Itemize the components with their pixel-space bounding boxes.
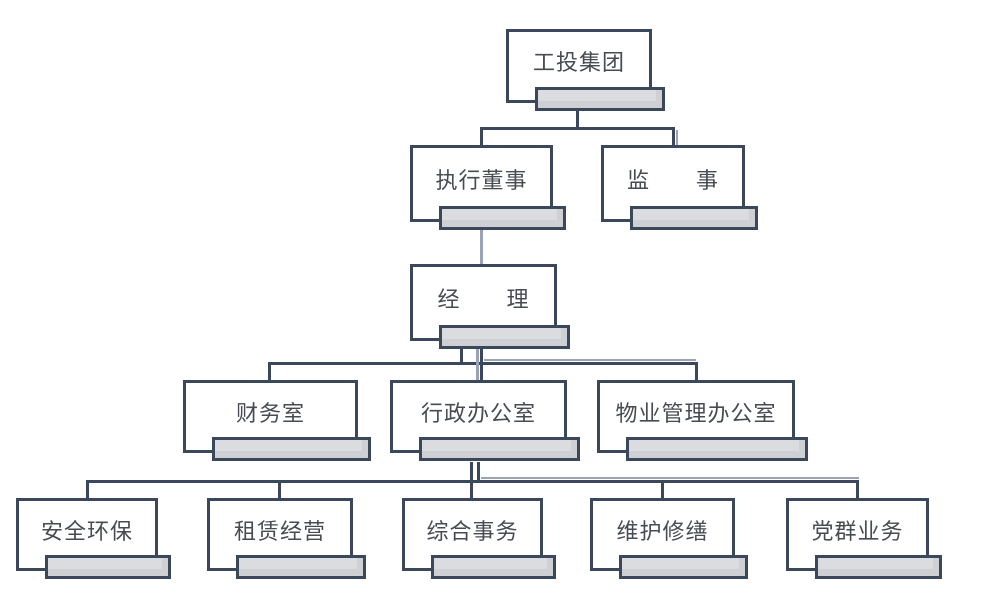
connector-drop-admin-office-shadow xyxy=(476,346,479,381)
connector-bus-level2 xyxy=(480,127,675,130)
node-label: 行政办公室 xyxy=(420,400,536,426)
connector-bus-level5-shadow xyxy=(481,477,859,479)
org-node-safety-env[interactable]: 安全环保 xyxy=(16,498,171,579)
connector-admin-stem xyxy=(477,462,480,483)
node-label: 经 理 xyxy=(437,286,530,312)
connector-manager-stem xyxy=(460,346,463,365)
node-shadow xyxy=(626,437,808,461)
node-label: 综合事务 xyxy=(426,518,519,544)
connector-drop-finance-office xyxy=(268,362,271,381)
org-node-property-office[interactable]: 物业管理办公室 xyxy=(597,380,808,461)
node-label: 财务室 xyxy=(235,400,305,426)
connector-group-stem xyxy=(576,110,579,129)
org-node-admin-office[interactable]: 行政办公室 xyxy=(390,380,580,461)
connector-bus-level4-shadow xyxy=(484,359,696,361)
connector-drop-leasing xyxy=(278,480,281,499)
connector-drop-maintenance xyxy=(661,480,664,499)
org-node-group[interactable]: 工投集团 xyxy=(506,29,665,111)
org-node-manager[interactable]: 经 理 xyxy=(410,264,570,349)
node-shadow xyxy=(212,437,371,461)
org-node-party-mass[interactable]: 党群业务 xyxy=(786,498,942,579)
node-shadow xyxy=(236,555,366,579)
org-node-leasing[interactable]: 租赁经营 xyxy=(207,498,366,579)
org-node-maintenance[interactable]: 维护修缮 xyxy=(590,498,748,579)
node-shadow xyxy=(630,206,758,230)
connector-drop-admin-office xyxy=(480,346,483,381)
org-node-general-affairs[interactable]: 综合事务 xyxy=(402,498,556,579)
node-label: 物业管理办公室 xyxy=(615,400,777,426)
node-label: 工投集团 xyxy=(532,50,625,75)
node-shadow xyxy=(619,555,748,579)
org-node-finance-office[interactable]: 财务室 xyxy=(183,380,371,461)
node-label: 租赁经营 xyxy=(233,518,326,544)
connector-drop-party-mass xyxy=(856,480,859,499)
connector-executive-to-manager xyxy=(480,229,483,265)
node-label: 执行董事 xyxy=(435,167,528,193)
connector-drop-executive-director xyxy=(480,127,483,146)
node-label: 维护修缮 xyxy=(616,518,709,544)
node-shadow xyxy=(419,437,580,461)
connector-bus-level4 xyxy=(268,362,698,365)
node-shadow xyxy=(439,325,570,349)
org-node-executive-director[interactable]: 执行董事 xyxy=(410,145,566,230)
node-shadow xyxy=(439,206,566,230)
node-label: 监 事 xyxy=(626,167,719,193)
node-shadow xyxy=(431,555,556,579)
connector-drop-safety-env xyxy=(86,480,89,499)
node-label: 党群业务 xyxy=(811,518,904,544)
node-shadow xyxy=(815,555,942,579)
node-label: 安全环保 xyxy=(40,518,133,544)
connector-bus-level5 xyxy=(86,480,859,483)
connector-drop-supervisor xyxy=(672,127,675,146)
connector-drop-property-office xyxy=(695,362,698,381)
org-node-supervisor[interactable]: 监 事 xyxy=(601,145,758,230)
node-shadow xyxy=(535,87,665,111)
connector-drop-supervisor-shadow xyxy=(676,130,678,146)
node-shadow xyxy=(45,555,171,579)
